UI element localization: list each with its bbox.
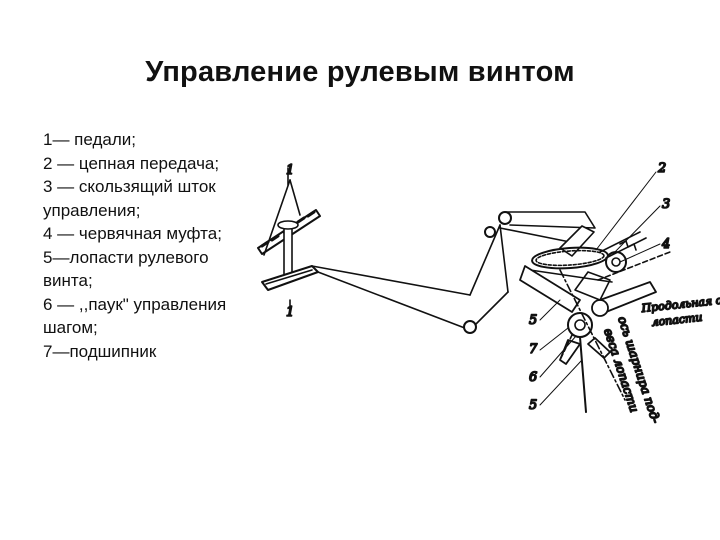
label-5-lower: 5 [529,398,537,413]
legend-line-10: 7—подшипник [43,341,157,361]
label-1-top: 1 [286,163,294,178]
label-3: 3 [662,197,670,212]
label-4: 4 [661,237,670,252]
label-1-bottom: 1 [286,305,294,320]
legend-line-4: управления; [43,200,141,220]
legend-line-1: 1— педали; [43,130,136,149]
label-longitudinal-axis-2: лопасти [651,311,703,329]
legend-line-8: 6 — ,,паук" управления [43,294,227,314]
legend-line-9: шагом; [43,318,98,337]
label-7: 7 [529,342,538,357]
label-longitudinal-axis-1: Продольная ось [640,292,720,315]
legend-line-2: 2 — цепная передача; [43,153,220,173]
pedal-assembly [257,167,321,311]
rotor-hub [519,251,671,413]
legend-line-5: 4 — червячная муфта; [43,224,222,243]
slide-title: Управление рулевым винтом [145,56,575,88]
chain-transmission [529,225,647,283]
label-5-upper: 5 [529,313,537,328]
legend-list: 1— педали; 2 — цепная передача; 3 — скол… [43,128,283,363]
tail-rotor-control-diagram: 1 1 2 3 4 5 7 6 5 Продольная ось лопасти… [257,160,720,426]
legend-line-7: винта; [43,271,93,290]
label-6: 6 [529,370,537,385]
legend-line-3: 3 — скользящий шток [43,177,216,196]
cable-run [311,211,596,334]
legend-line-6: 5—лопасти рулевого [43,247,209,267]
leader-lines [539,171,661,406]
label-2: 2 [657,161,666,176]
